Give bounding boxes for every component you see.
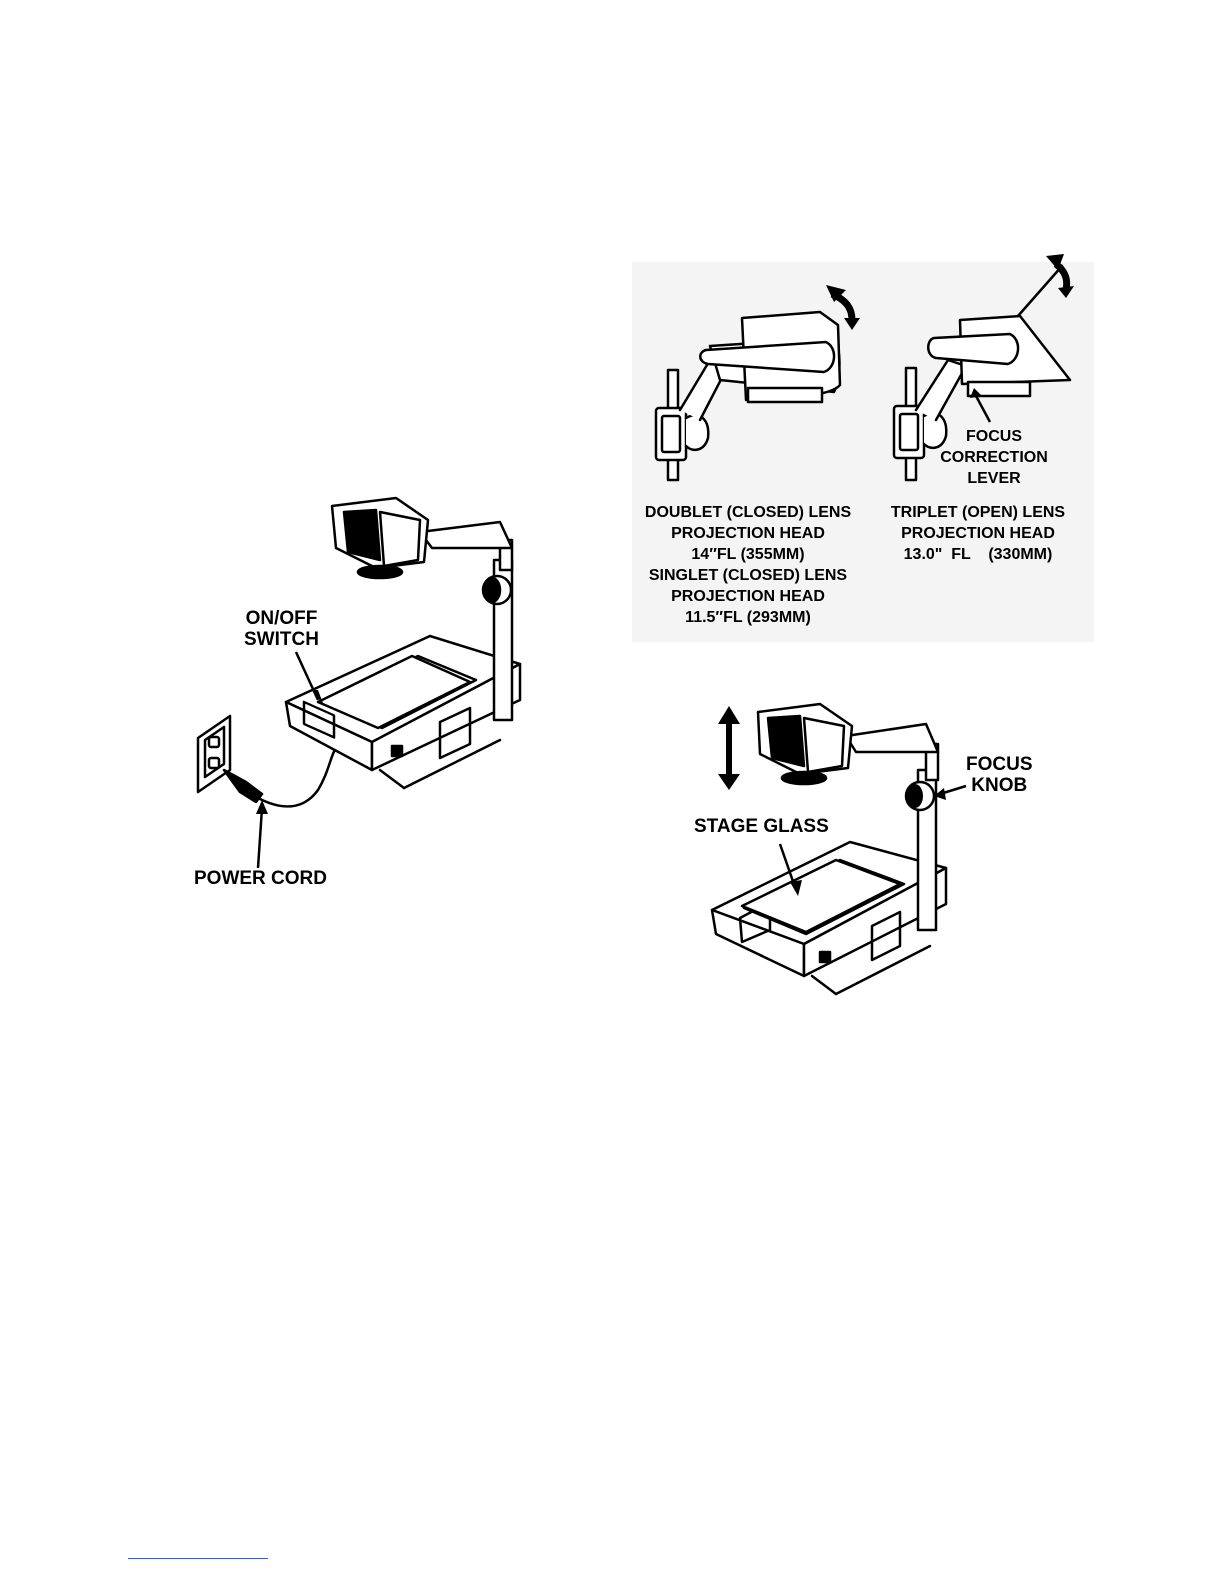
cord-pointer [258,808,262,868]
wall-outlet [198,716,230,792]
footer-rule [128,1558,268,1559]
doublet-caption: DOUBLET (CLOSED) LENS PROJECTION HEAD 14… [636,502,860,628]
power-cord-label: POWER CORD [194,868,327,889]
focus-correction-lever-label: FOCUS CORRECTION LEVER [938,426,1050,489]
power-cord [258,745,338,806]
stage-glass-label: STAGE GLASS [694,816,829,837]
triplet-caption: TRIPLET (OPEN) LENS PROJECTION HEAD 13.0… [880,502,1076,565]
on-off-switch-label: ON/OFF SWITCH [244,608,319,650]
focus-knob-label: FOCUS KNOB [966,754,1033,796]
left-projection-head [332,498,428,578]
right-projection-head [758,704,852,784]
right-projector-illustration [712,704,946,994]
left-projector-illustration [198,498,520,806]
power-plug [224,770,262,802]
